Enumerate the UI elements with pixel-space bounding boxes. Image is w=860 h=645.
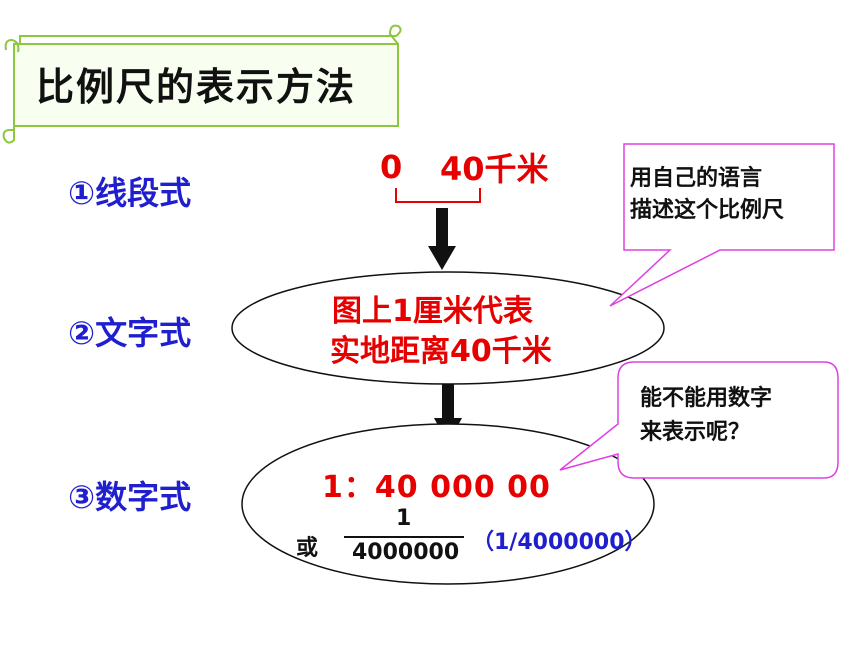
title-banner xyxy=(0,0,420,150)
callout-digits-line2: 来表示呢？ xyxy=(640,420,751,445)
callout-describe-shape xyxy=(609,143,835,307)
callout-digits-line1: 能不能用数字 xyxy=(640,386,773,411)
number-scale-ellipse xyxy=(241,423,655,585)
scale-bar-line xyxy=(395,188,481,203)
text-scale-line2: 实地距离40千米 xyxy=(330,334,552,369)
text-scale-line1: 图上1厘米代表 xyxy=(332,294,533,329)
line-scale-start: 0 xyxy=(380,148,403,186)
callout-describe-line2: 描述这个比例尺 xyxy=(630,198,785,223)
text-scale-ellipse xyxy=(231,271,665,385)
number-scale-alt: （1/4000000） xyxy=(472,530,647,555)
method-number-label: ③数字式 xyxy=(68,478,192,516)
fraction-denominator: 4000000 xyxy=(352,540,460,565)
scroll-shape xyxy=(2,24,402,144)
number-scale-ratio: 1：40 000 00 xyxy=(322,470,551,505)
page-title: 比例尺的表示方法 xyxy=(36,65,357,109)
callout-describe-line1: 用自己的语言 xyxy=(630,166,763,191)
method-line-label: ①线段式 xyxy=(68,174,192,212)
callout-digits-shape xyxy=(559,361,839,479)
line-scale-end: 40千米 xyxy=(440,150,549,188)
method-text-label: ②文字式 xyxy=(68,314,192,352)
number-scale-or: 或 xyxy=(296,536,319,561)
fraction-bar xyxy=(344,536,464,538)
fraction-numerator: 1 xyxy=(396,506,412,531)
down-arrow-icon xyxy=(428,208,456,270)
